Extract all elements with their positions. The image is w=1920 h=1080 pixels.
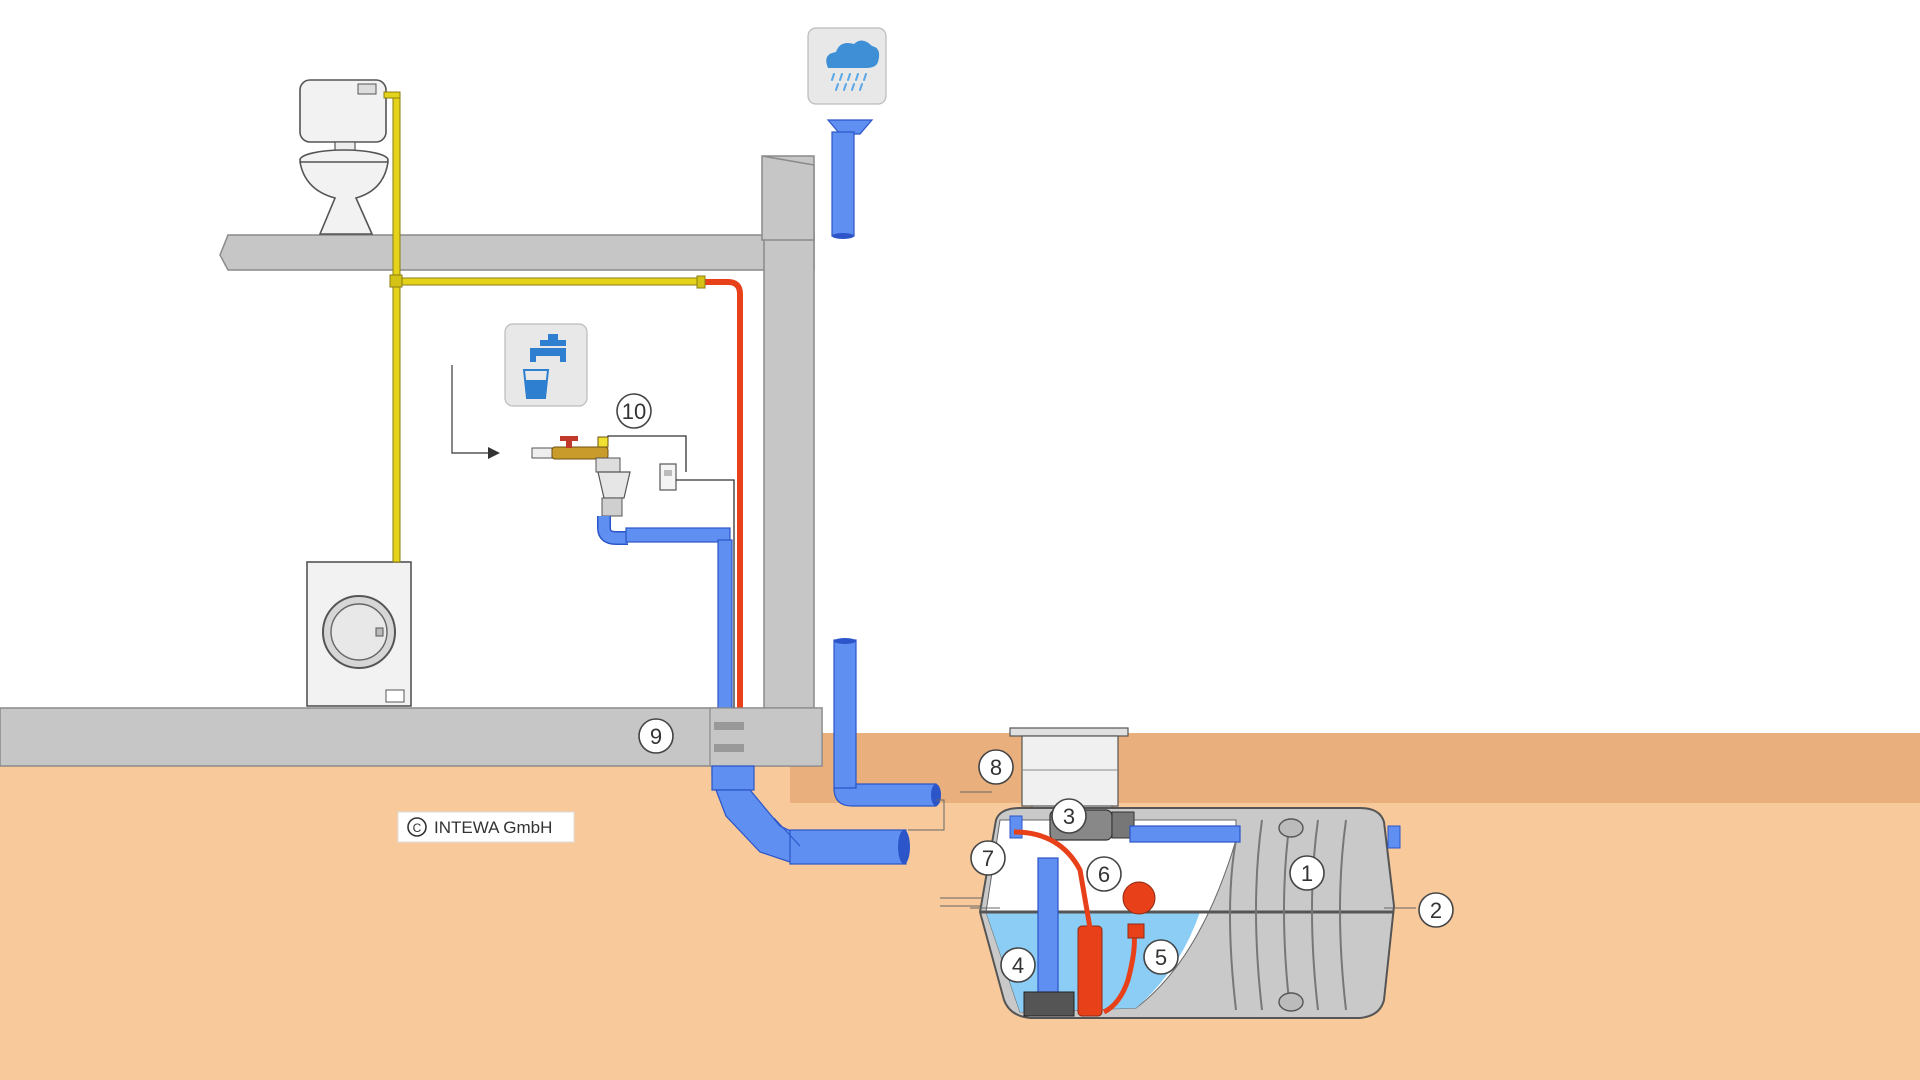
svg-text:7: 7 (982, 846, 994, 871)
callout-9: 9 (638, 718, 674, 754)
make-up-water-valve (531, 435, 735, 735)
svg-text:2: 2 (1430, 898, 1442, 923)
ground-soil (0, 765, 1920, 1080)
wall-top-cap (761, 155, 815, 241)
storage-tank (978, 807, 1401, 1019)
copyright-symbol: C (413, 821, 422, 835)
copyright-label: C INTEWA GmbH (397, 811, 575, 843)
rain-cloud-icon (807, 27, 887, 105)
svg-text:5: 5 (1155, 945, 1167, 970)
rain-downpipe (826, 119, 874, 239)
callout-1: 1 (1289, 855, 1325, 891)
callout-7: 7 (970, 840, 1006, 876)
wall-sleeve (709, 707, 823, 767)
washing-machine (306, 561, 412, 707)
sleeve-seal-2 (714, 744, 744, 752)
pipe-coupling (696, 275, 706, 289)
svg-text:9: 9 (650, 724, 662, 749)
callout-8: 8 (978, 749, 1014, 785)
pressure-pipe-red (700, 279, 743, 770)
building-structure (0, 155, 823, 767)
connection-lines (908, 791, 992, 907)
svg-text:6: 6 (1098, 862, 1110, 887)
copyright-text: INTEWA GmbH (434, 818, 552, 837)
callout-5: 5 (1143, 939, 1179, 975)
callout-2: 2 (1418, 892, 1454, 928)
svg-text:10: 10 (622, 399, 646, 424)
svg-text:8: 8 (990, 755, 1002, 780)
svg-text:1: 1 (1301, 861, 1313, 886)
callout-3: 3 (1051, 798, 1087, 834)
sleeve-seal-1 (714, 722, 744, 730)
tank-inflow-pipe (711, 765, 910, 865)
callout-6: 6 (1086, 856, 1122, 892)
outer-wall (763, 155, 815, 709)
upper-floor-slab (219, 234, 815, 271)
svg-text:3: 3 (1063, 804, 1075, 829)
callout-10: 10 (616, 393, 652, 429)
drinking-water-feed-line (451, 365, 500, 459)
callout-4: 4 (1000, 947, 1036, 983)
svg-text:4: 4 (1012, 953, 1024, 978)
floor-slab (0, 707, 823, 767)
rain-downpipe-lower (833, 638, 941, 807)
ground-upper-layer (790, 733, 1920, 803)
toilet (299, 79, 389, 235)
water-tap-glass-icon (504, 323, 588, 407)
